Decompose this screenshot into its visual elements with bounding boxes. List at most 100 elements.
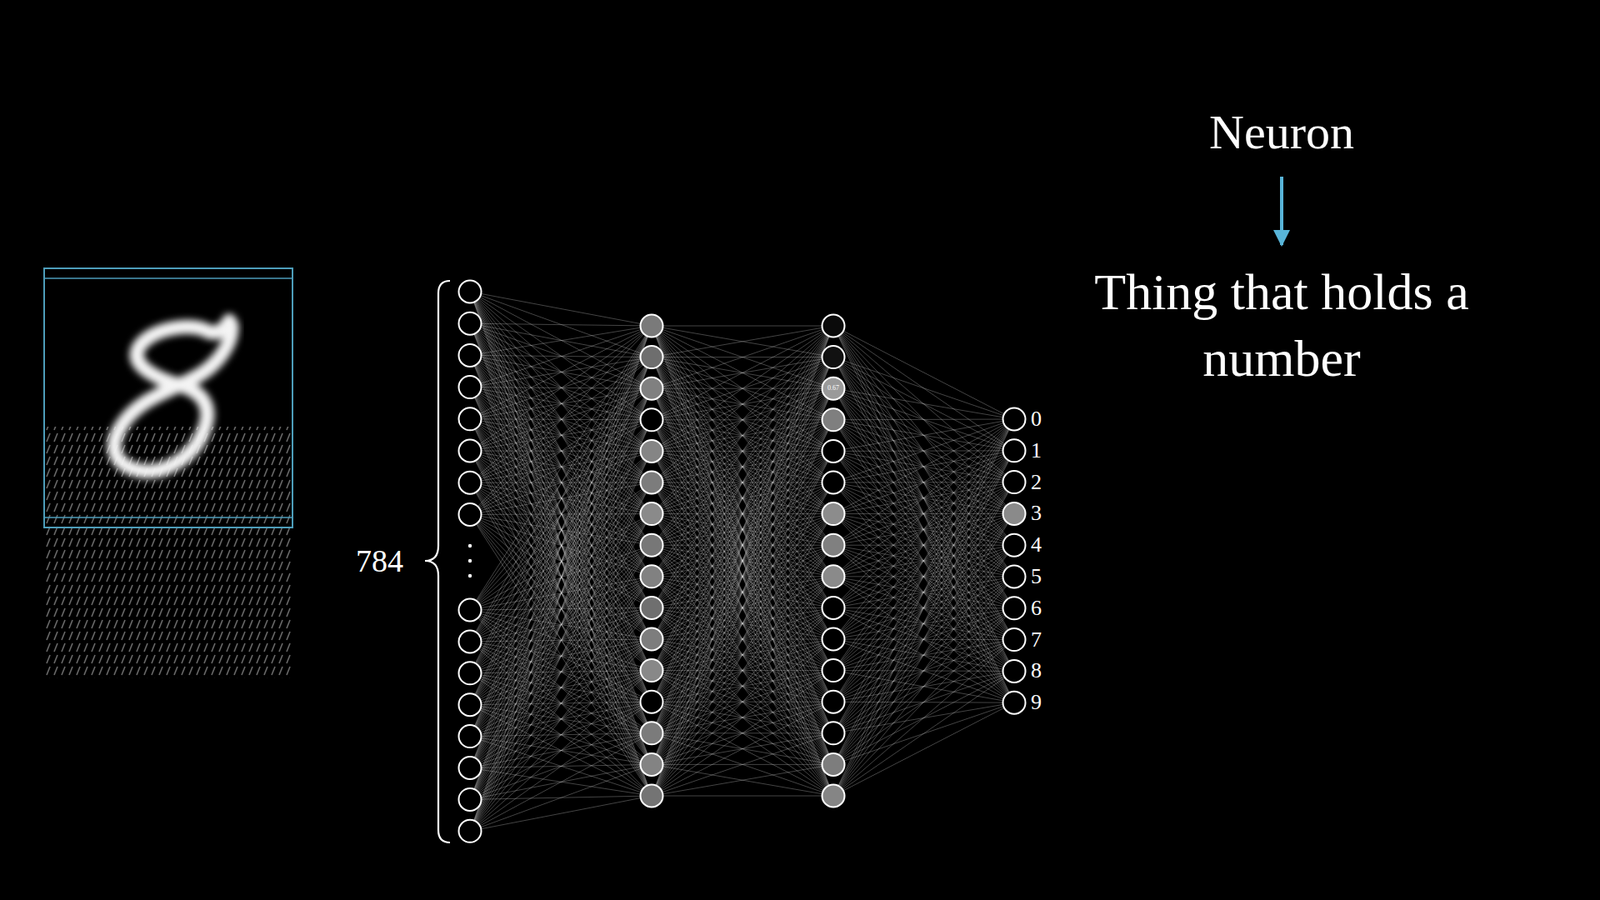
weight-line (470, 610, 652, 765)
digit-label: 9 (1030, 691, 1042, 714)
neuron (459, 312, 482, 335)
weight-line (833, 482, 1015, 671)
weight-line (470, 387, 652, 796)
weight-line (470, 387, 652, 734)
weight-line (470, 323, 652, 734)
neuron (640, 690, 664, 714)
weight-line (651, 325, 834, 577)
weight-line (470, 325, 652, 831)
weight-line (470, 387, 652, 765)
weight-line (833, 420, 1015, 609)
neuron (1003, 534, 1026, 557)
weight-line (470, 450, 652, 734)
weight-line (470, 355, 652, 451)
weight-line (470, 291, 652, 420)
neuron (459, 630, 482, 653)
weight-line (833, 357, 1015, 483)
neuron (822, 628, 845, 651)
weight-line (651, 325, 834, 389)
weight-line (470, 639, 652, 831)
neuron (1003, 408, 1026, 431)
neuron (459, 344, 482, 367)
weight-line (470, 325, 652, 705)
neuron (822, 345, 845, 369)
digit-eight (114, 320, 232, 472)
neuron (459, 599, 482, 622)
ellipsis-dot (468, 574, 472, 578)
neuron (822, 408, 845, 431)
weight-line (833, 325, 1015, 703)
weight-line (470, 419, 652, 796)
digit-label: 7 (1030, 629, 1042, 651)
weight-line (833, 357, 1015, 420)
weight-line (833, 514, 1015, 704)
weight-line (651, 325, 834, 796)
focus-frame-line (44, 277, 293, 280)
weight-line (833, 576, 1015, 796)
weight-line (833, 420, 1015, 545)
weight-line (833, 419, 1015, 608)
weight-line (470, 607, 652, 831)
neuron (640, 315, 664, 338)
weight-line (651, 607, 834, 796)
layer-size: 784 (355, 545, 404, 577)
weight-line (651, 514, 834, 796)
weight-line (470, 357, 652, 832)
weight-line (651, 325, 834, 451)
weight-line (651, 325, 834, 702)
weight-line (651, 357, 834, 796)
weight-line (833, 357, 1015, 609)
weight-line (470, 482, 652, 545)
weight-line (833, 388, 1015, 577)
weight-line (833, 325, 1015, 514)
weight-line (470, 355, 652, 733)
neuron (640, 596, 664, 620)
weight-line (833, 388, 1015, 451)
weight-line (833, 357, 1015, 546)
digit-stroke (208, 320, 230, 333)
digit-image (45, 280, 291, 679)
ellipsis-dots (468, 544, 472, 578)
weight-line (470, 576, 652, 832)
node-text: Thing that holds a number (1076, 258, 1488, 392)
weight-line (470, 323, 652, 765)
neuron (640, 377, 664, 400)
weight-line (470, 323, 652, 420)
digit-label: 4 (1030, 534, 1042, 556)
weight-line (470, 325, 652, 451)
weight-line (470, 670, 652, 832)
weight-line (651, 420, 834, 796)
weight-line (651, 388, 834, 796)
neuron (822, 377, 845, 400)
weight-line (833, 388, 1015, 703)
weight-line (651, 482, 834, 796)
weight-line (833, 640, 1015, 796)
weight-line (651, 764, 834, 796)
weight-line (833, 325, 1015, 671)
weight-line (833, 450, 1015, 703)
weight-line (470, 701, 652, 831)
weight-line (651, 450, 834, 796)
weight-line (470, 450, 652, 515)
neuron (822, 785, 845, 808)
weight-line (833, 545, 1015, 703)
weight-line (833, 420, 1015, 451)
weight-line (470, 323, 652, 670)
neuron (1003, 628, 1026, 651)
weight-line (833, 482, 1015, 640)
neuron (1003, 470, 1026, 494)
weight-line (833, 388, 1015, 609)
neuron (822, 596, 845, 620)
weight-line (833, 450, 1015, 796)
neuron (640, 753, 664, 776)
weight-line (470, 325, 652, 800)
weight-line (470, 419, 652, 671)
weight-line (833, 420, 1015, 483)
weight-line (470, 419, 652, 734)
weight-line (470, 450, 652, 796)
neuron (822, 502, 845, 525)
weight-line (651, 325, 834, 765)
weight-line (470, 355, 652, 765)
